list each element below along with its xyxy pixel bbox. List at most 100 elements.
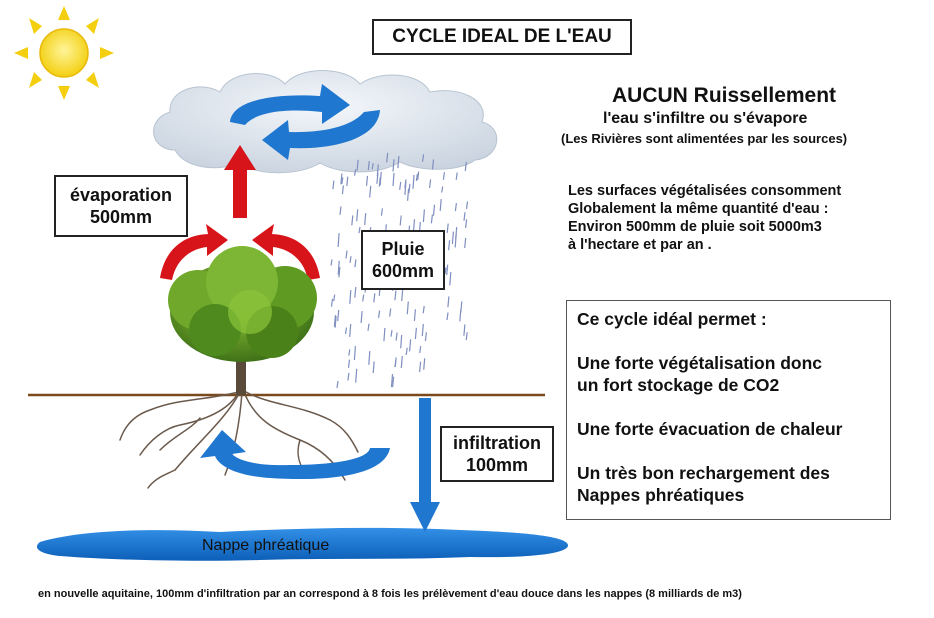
paragraph-line: Globalement la même quantité d'eau : [568,201,829,217]
raindrop [344,327,348,335]
benefit-line: Un très bon rechargement des [577,463,830,483]
raindrop [367,323,370,331]
raindrop [446,312,449,321]
raindrop [408,183,411,194]
raindrop [333,294,336,302]
raindrop [404,179,407,189]
raindrop [446,223,449,233]
raindrop [447,296,450,308]
paragraph-line: à l'hectare et par an . [568,237,712,253]
raindrop [405,347,408,355]
raindrop [412,219,416,232]
raindrop [349,290,352,304]
raindrop [337,309,340,322]
raindrop [407,188,410,201]
raindrop [423,358,426,370]
raindrop [383,327,386,342]
raindrop [360,311,363,323]
raindrop [419,346,422,353]
raindrop [400,334,403,349]
raindrop [399,181,402,190]
evaporation-label: évaporation [69,185,173,205]
raindrop [356,159,359,171]
raindrop [371,163,374,170]
raindrop [431,159,435,170]
raindrop [339,206,342,215]
raindrop [422,154,425,162]
raindrop [424,332,427,342]
raindrop [345,250,348,259]
paragraph-line: Les surfaces végétalisées consomment [568,183,842,199]
raindrop [448,240,451,251]
raindrop [444,267,447,274]
infiltration-value: 100mm [465,455,529,475]
rain-icon [330,152,469,389]
raindrop [354,286,357,298]
rain-box: Pluie 600mm [361,230,445,290]
raindrop [441,186,444,193]
raindrop [348,349,351,356]
raindrop [369,185,372,198]
raindrop [465,332,468,341]
raindrop [464,237,467,248]
raindrop [362,294,365,302]
cloud-cycle-arrow-icon [230,84,380,160]
raindrop [386,152,389,163]
evaporation-box: évaporation 500mm [54,175,188,237]
raindrop [354,169,357,176]
raindrop [392,376,395,388]
raindrop [394,290,397,301]
raindrop [330,298,334,307]
raindrop [349,256,352,263]
raindrop [455,172,458,180]
raindrop [463,324,466,336]
raindrop [400,356,403,368]
raindrop [365,175,369,186]
raindrop [414,327,417,340]
raindrop [334,316,337,328]
raindrop [430,214,433,224]
raindrop [347,372,350,381]
raindrop [346,176,349,187]
benefit-line: Une forte évacuation de chaleur [577,419,843,439]
raindrop [459,309,462,322]
consumption-paragraph: Les surfaces végétalisées consomment Glo… [568,182,841,254]
raindrop [455,227,458,240]
raindrop [412,174,415,189]
raindrop [454,203,457,212]
raindrop [446,264,449,275]
rain-value: 600mm [371,261,435,281]
raindrop [432,204,436,216]
evaporation-value: 500mm [89,207,153,227]
raindrop [451,231,454,245]
paragraph-line: Environ 500mm de pluie soit 5000m3 [568,219,822,235]
raindrop [463,212,466,221]
evaporation-arrow-icon [160,145,320,280]
raindrop [336,380,339,389]
raindrop [358,226,361,234]
sun-icon [14,6,114,100]
raindrop [354,259,357,268]
benefit-line: Nappes phréatiques [577,485,745,505]
raindrop [429,179,432,188]
raindrop [419,361,422,373]
raindrop [401,288,404,302]
raindrop [341,177,344,184]
rain-label: Pluie [381,239,425,259]
raindrop [355,368,358,383]
raindrop [347,359,351,368]
raindrop [464,161,467,172]
cycle-benefits-heading: Ce cycle idéal permet : [577,309,767,329]
raindrop [413,309,416,321]
raindrop [364,213,367,225]
raindrop [332,180,335,190]
raindrop [376,172,379,184]
raindrop [409,339,412,352]
benefit-line: Une forte végétalisation donc [577,353,823,373]
raindrop [390,330,393,337]
raindrop [415,173,418,181]
raindrop [356,209,359,222]
raindrop [390,374,394,388]
raindrop [338,266,341,278]
raindrop [392,172,395,187]
